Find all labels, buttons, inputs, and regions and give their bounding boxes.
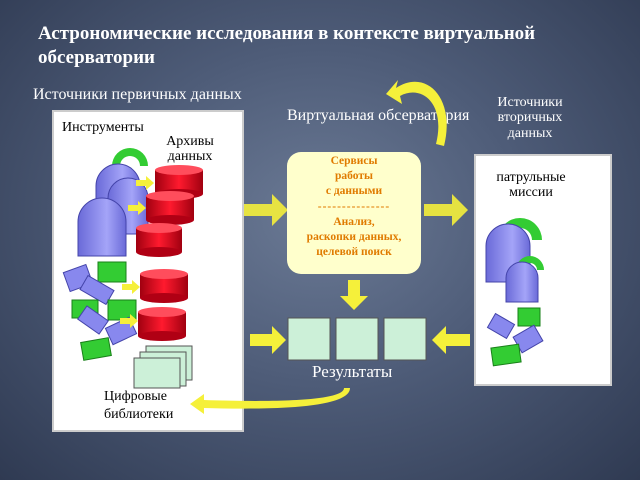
instruments-label: Инструменты bbox=[62, 120, 144, 135]
services-line: с данными bbox=[325, 185, 383, 198]
results-scroll-icon bbox=[287, 317, 427, 361]
virtual-observatory-label: Виртуальная обсерватория bbox=[287, 107, 470, 124]
archive-icon bbox=[136, 165, 203, 341]
patrol-missions-label: патрульные миссии bbox=[496, 170, 566, 201]
library-icon bbox=[133, 345, 193, 389]
primary-sources-label: Источники первичных данных bbox=[33, 86, 242, 103]
secondary-sources-label: Источники вторичных данных bbox=[497, 95, 563, 141]
virtual-observatory-panel: Сервисы работы с данными ---------------… bbox=[287, 152, 421, 274]
results-label: Результаты bbox=[312, 362, 393, 381]
analysis-line: Анализ, bbox=[333, 215, 375, 228]
analysis-line: раскопки данных, bbox=[306, 230, 402, 243]
flow-arrows bbox=[190, 80, 470, 414]
analysis-line: целевой поиск bbox=[316, 246, 392, 259]
archives-label: Архивы данных bbox=[166, 134, 214, 165]
services-line: работы bbox=[335, 170, 373, 183]
page-title: Астрономические исследования в контексте… bbox=[38, 23, 536, 68]
digital-libraries-label: Цифровые библиотеки bbox=[104, 389, 174, 423]
patrol-telescope-icon bbox=[485, 218, 544, 367]
services-line: Сервисы bbox=[330, 155, 378, 167]
small-arrows bbox=[120, 176, 154, 328]
detector-icon bbox=[62, 261, 138, 361]
panel-separator: --------------- bbox=[317, 200, 391, 213]
